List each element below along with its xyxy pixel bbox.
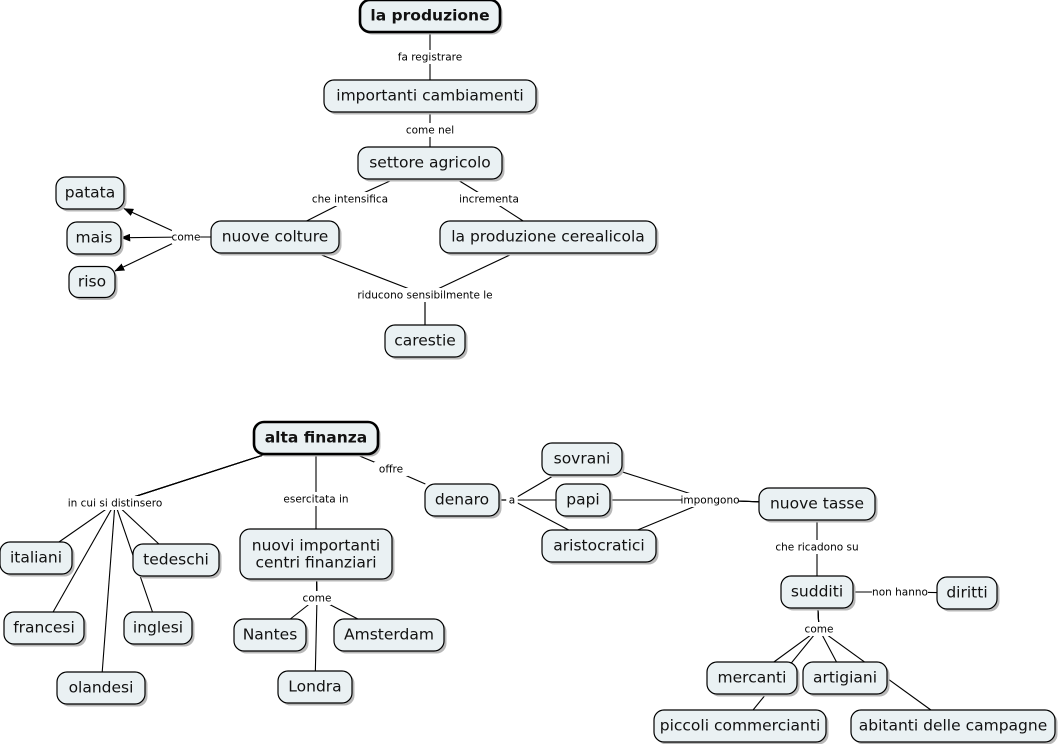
node-label: settore agricolo: [369, 154, 491, 172]
node-label: Amsterdam: [344, 626, 434, 644]
svg-text:esercitata in: esercitata in: [283, 494, 348, 506]
svg-text:impongono: impongono: [680, 495, 739, 507]
link-label-incrementa: incrementa: [458, 192, 520, 206]
node-label: piccoli commercianti: [660, 717, 821, 735]
node-riso[interactable]: riso: [68, 265, 118, 301]
svg-text:come nel: come nel: [406, 125, 454, 137]
svg-text:fa registrare: fa registrare: [398, 52, 462, 64]
node-importanti-cambiamenti[interactable]: importanti cambiamenti: [323, 79, 539, 115]
node-label: nuove colture: [222, 228, 329, 246]
node-artigiani[interactable]: artigiani: [802, 661, 890, 697]
node-label: mais: [76, 229, 113, 247]
svg-text:come: come: [172, 232, 201, 244]
node-label: diritti: [946, 584, 987, 602]
node-inglesi[interactable]: inglesi: [123, 611, 195, 647]
node-label: nuove tasse: [770, 495, 864, 513]
node-londra[interactable]: Londra: [277, 670, 355, 706]
svg-text:offre: offre: [379, 464, 403, 476]
node-label: tedeschi: [143, 551, 209, 569]
node-patata[interactable]: patata: [55, 176, 127, 212]
node-label: artigiani: [813, 669, 877, 687]
node-mercanti[interactable]: mercanti: [706, 661, 800, 697]
node-abitanti-delle-campagne[interactable]: abitanti delle campagne: [850, 709, 1058, 744]
node-label: inglesi: [133, 619, 183, 637]
node-sovrani[interactable]: sovrani: [541, 442, 625, 478]
node-label: riso: [78, 273, 106, 291]
node-label: olandesi: [69, 679, 134, 697]
node-denaro[interactable]: denaro: [424, 483, 502, 519]
node-label: alta finanza: [265, 429, 368, 447]
svg-text:in cui si distinsero: in cui si distinsero: [68, 498, 163, 510]
node-mais[interactable]: mais: [66, 221, 124, 257]
node-francesi[interactable]: francesi: [3, 611, 87, 647]
node-label: francesi: [13, 619, 75, 637]
node-label: la produzione cerealicola: [451, 228, 645, 246]
node-label: aristocratici: [553, 537, 644, 555]
node-label: carestie: [394, 332, 456, 350]
link-label-che-intensifica: che intensifica: [305, 192, 395, 206]
node-nuove-colture[interactable]: nuove colture: [210, 220, 342, 256]
svg-text:a: a: [509, 495, 515, 507]
svg-text:che ricadono su: che ricadono su: [775, 542, 858, 554]
link-label-riducono-sensibilmente-le: riducono sensibilmente le: [352, 288, 498, 302]
node-alta-finanza[interactable]: alta finanza: [252, 420, 381, 457]
node-aristocratici[interactable]: aristocratici: [541, 529, 659, 565]
node-diritti[interactable]: diritti: [936, 576, 1000, 612]
node-label: Nantes: [243, 626, 298, 644]
node-label: sovrani: [554, 450, 611, 468]
link-label-come: come: [805, 622, 834, 636]
link-label-come: come: [303, 591, 332, 605]
link-label-in-cui-si-distinsero: in cui si distinsero: [56, 496, 174, 510]
svg-text:come: come: [303, 593, 332, 605]
node-piccoli-commercianti[interactable]: piccoli commercianti: [653, 709, 829, 744]
link-label-non-hanno: non hanno: [872, 585, 928, 599]
svg-text:riducono sensibilmente le: riducono sensibilmente le: [357, 290, 492, 302]
node-label: importanti cambiamenti: [336, 87, 523, 105]
node-nantes[interactable]: Nantes: [233, 618, 309, 654]
node-label: la produzione: [370, 7, 489, 25]
link-label-a: a: [506, 493, 518, 507]
node-nuove-tasse[interactable]: nuove tasse: [758, 487, 878, 523]
node-settore-agricolo[interactable]: settore agricolo: [357, 146, 505, 182]
link-label-fa-registrare: fa registrare: [390, 50, 470, 64]
svg-text:che intensifica: che intensifica: [312, 194, 388, 206]
edge-alta-finanza-to-francesi: [52, 453, 267, 613]
link-label-che-ricadono-su: che ricadono su: [772, 540, 862, 554]
link-label-come-nel: come nel: [404, 123, 456, 137]
node-label: papi: [566, 491, 599, 509]
link-label-layer: fa registrare come nel che intensifica incr…: [56, 50, 928, 636]
node-tedeschi[interactable]: tedeschi: [132, 543, 222, 579]
node-la-produzione-cerealicola[interactable]: la produzione cerealicola: [439, 220, 659, 256]
node-italiani[interactable]: italiani: [0, 541, 75, 577]
svg-text:incrementa: incrementa: [459, 194, 519, 206]
link-label-impongono: impongono: [680, 493, 740, 507]
node-label: sudditi: [791, 583, 843, 601]
node-label: Londra: [288, 678, 341, 696]
node-label: abitanti delle campagne: [859, 717, 1047, 735]
node-papi[interactable]: papi: [555, 483, 613, 519]
node-label: patata: [65, 184, 116, 202]
node-amsterdam[interactable]: Amsterdam: [333, 618, 447, 654]
node-carestie[interactable]: carestie: [384, 324, 468, 360]
svg-text:non hanno: non hanno: [872, 587, 928, 599]
node-la-produzione[interactable]: la produzione: [358, 0, 503, 35]
node-olandesi[interactable]: olandesi: [56, 671, 148, 707]
node-sudditi[interactable]: sudditi: [780, 575, 856, 611]
node-label: italiani: [10, 549, 62, 567]
link-label-come: come: [172, 230, 201, 244]
svg-text:come: come: [805, 624, 834, 636]
node-label: denaro: [435, 491, 489, 509]
link-label-offre: offre: [374, 462, 408, 476]
link-label-esercitata-in: esercitata in: [276, 492, 356, 506]
node-label: mercanti: [718, 669, 787, 687]
